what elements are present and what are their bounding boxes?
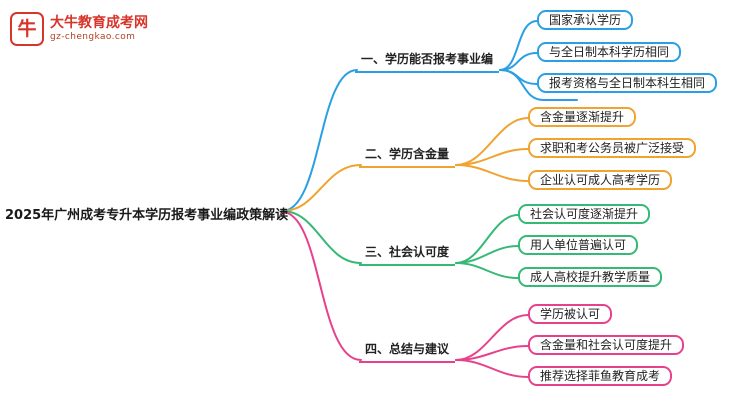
branch-3-connectors (281, 210, 519, 279)
leaf-node: 企业认可成人高考学历 (528, 170, 673, 190)
leaf-node: 推荐选择菲鱼教育成考 (528, 366, 673, 386)
leaf-node: 报考资格与全日制本科生相同 (537, 73, 718, 93)
leaf-node: 求职和考公务员被广泛接受 (528, 138, 697, 158)
branch-1-connectors (281, 20, 578, 212)
root-topic: 2025年广州成考专升本学历报考事业编政策解读 (5, 208, 289, 223)
site-logo-text: 大牛教育成考网 gz-chengkao.com (50, 15, 148, 43)
leaf-node: 学历被认可 (528, 304, 613, 324)
leaf-node: 社会认可度逐渐提升 (518, 204, 651, 224)
leaf-node: 与全日制本科学历相同 (537, 42, 682, 62)
site-name: 大牛教育成考网 (50, 15, 148, 31)
leaf-node: 成人高校提升教学质量 (518, 267, 663, 287)
site-url: gz-chengkao.com (50, 32, 136, 42)
branch-label-2: 二、学历含金量 (359, 147, 456, 168)
branch-label-1: 一、学历能否报考事业编 (355, 52, 500, 73)
leaf-node: 含金量和社会认可度提升 (528, 335, 685, 355)
leaf-node: 国家承认学历 (537, 10, 634, 30)
branch-label-3: 三、社会认可度 (359, 245, 456, 266)
branch-label-4: 四、总结与建议 (359, 342, 456, 363)
branch-2-connectors (281, 117, 529, 212)
site-logo[interactable]: 牛 大牛教育成考网 gz-chengkao.com (10, 12, 148, 46)
leaf-node: 用人单位普遍认可 (518, 235, 639, 255)
leaf-node: 含金量逐渐提升 (528, 107, 637, 127)
bull-logo-icon: 牛 (10, 12, 44, 46)
branch-4-connectors (281, 211, 529, 378)
